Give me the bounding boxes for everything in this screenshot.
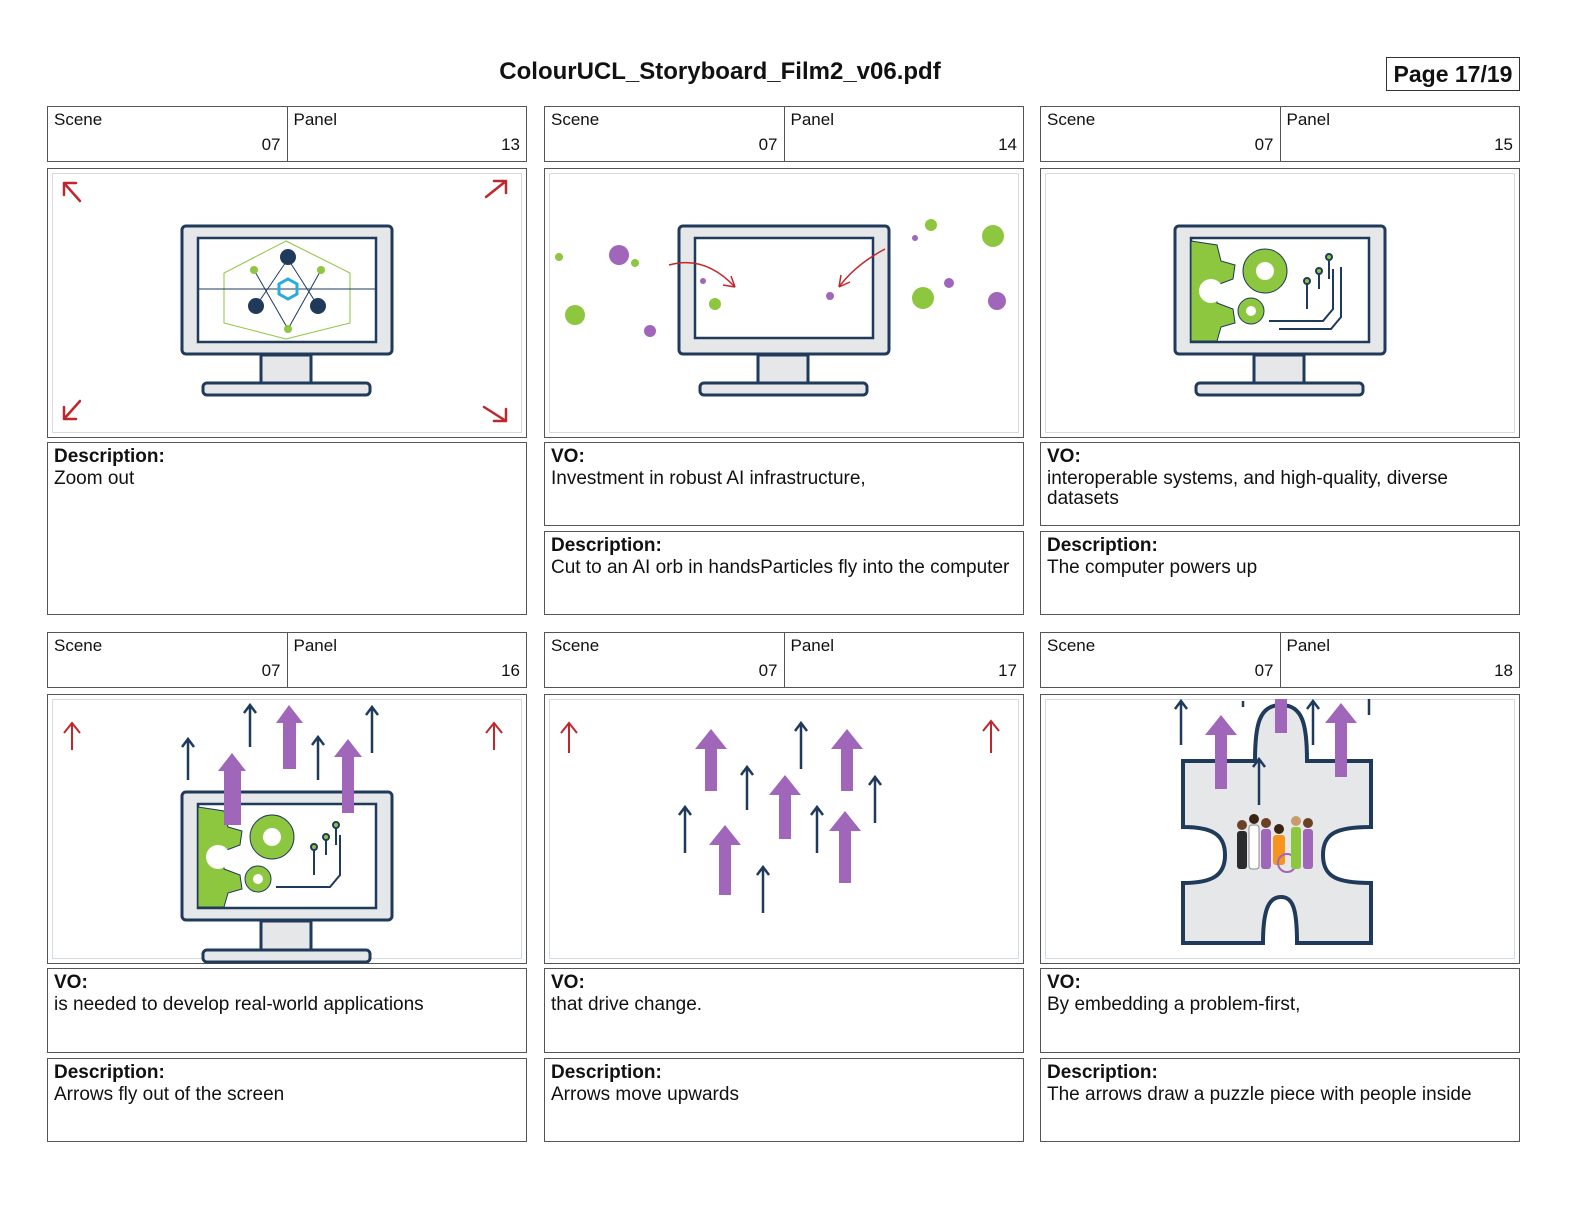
vo-box: VO: Investment in robust AI infrastructu… (544, 442, 1024, 526)
description-heading: Description: (551, 535, 662, 556)
storyboard-frame-16 (47, 694, 527, 964)
storyboard-frame-17 (544, 694, 1024, 964)
page-number: Page 17/19 (1386, 57, 1520, 91)
panel-header: Scene 07 Panel 17 (544, 632, 1024, 688)
puzzle-piece-icon (1181, 702, 1373, 945)
description-text: Cut to an AI orb in handsParticles fly i… (551, 557, 1010, 578)
panel-label: Panel (1286, 636, 1330, 655)
monitor-icon (677, 224, 891, 397)
up-arrows-icon (1174, 698, 1371, 805)
panel-number: 14 (998, 135, 1017, 154)
panel-number: 17 (998, 661, 1017, 680)
description-heading: Description: (551, 1062, 662, 1083)
vo-heading: VO: (1047, 972, 1081, 993)
people-icon (1237, 814, 1313, 873)
scene-number: 07 (261, 135, 281, 154)
motion-arrows-icon (668, 248, 886, 288)
description-text: Arrows fly out of the screen (54, 1084, 285, 1105)
panel-number: 15 (1494, 135, 1513, 154)
scene-number: 07 (758, 661, 778, 680)
vo-box: VO: is needed to develop real-world appl… (47, 968, 527, 1053)
description-box: Description: The arrows draw a puzzle pi… (1040, 1058, 1520, 1142)
panel-header: Scene 07 Panel 16 (47, 632, 527, 688)
vo-text: Investment in robust AI infrastructure, (551, 468, 866, 489)
vo-heading: VO: (551, 972, 585, 993)
description-text: Zoom out (54, 468, 135, 489)
panel-header: Scene 07 Panel 14 (544, 106, 1024, 162)
up-arrows-icon (560, 719, 1000, 913)
scene-number: 07 (261, 661, 281, 680)
gears-icon (197, 806, 295, 908)
panel-header: Scene 07 Panel 15 (1040, 106, 1520, 162)
monitor-icon (180, 224, 394, 397)
panel-label: Panel (1286, 110, 1330, 129)
storyboard-frame-18 (1040, 694, 1520, 964)
zoom-out-arrows-icon (62, 179, 508, 423)
description-heading: Description: (54, 446, 165, 467)
description-text: The arrows draw a puzzle piece with peop… (1047, 1084, 1472, 1105)
panel-number: 16 (501, 661, 520, 680)
description-box: Description: Cut to an AI orb in handsPa… (544, 531, 1024, 615)
scene-number: 07 (1254, 661, 1274, 680)
panel-label: Panel (790, 110, 834, 129)
vo-box: VO: interoperable systems, and high-qual… (1040, 442, 1520, 526)
description-heading: Description: (1047, 1062, 1158, 1083)
description-box: Description: The computer powers up (1040, 531, 1520, 615)
description-box: Description: Arrows fly out of the scree… (47, 1058, 527, 1142)
panel-label: Panel (293, 636, 337, 655)
panel-label: Panel (790, 636, 834, 655)
panel-header: Scene 07 Panel 13 (47, 106, 527, 162)
vo-heading: VO: (551, 446, 585, 467)
panel-header: Scene 07 Panel 18 (1040, 632, 1520, 688)
up-arrows-icon (63, 702, 503, 825)
panel-label: Panel (293, 110, 337, 129)
circuit-icon (276, 821, 341, 888)
vo-heading: VO: (54, 972, 88, 993)
scene-label: Scene (1047, 110, 1096, 129)
description-heading: Description: (1047, 535, 1158, 556)
storyboard-frame-15 (1040, 168, 1520, 438)
description-text: The computer powers up (1047, 557, 1258, 578)
description-text: Arrows move upwards (551, 1084, 739, 1105)
vo-text: is needed to develop real-world applicat… (54, 994, 424, 1015)
scene-label: Scene (551, 636, 600, 655)
storyboard-frame-14 (544, 168, 1024, 438)
vo-box: VO: that drive change. (544, 968, 1024, 1053)
panel-number: 13 (501, 135, 520, 154)
vo-text: By embedding a problem-first, (1047, 994, 1301, 1015)
storyboard-frame-13 (47, 168, 527, 438)
scene-label: Scene (54, 636, 103, 655)
scene-number: 07 (758, 135, 778, 154)
description-heading: Description: (54, 1062, 165, 1083)
circuit-icon (1269, 253, 1342, 330)
scene-number: 07 (1254, 135, 1274, 154)
scene-label: Scene (1047, 636, 1096, 655)
gears-icon (1190, 240, 1288, 342)
ai-network-icon (198, 240, 376, 340)
vo-box: VO: By embedding a problem-first, (1040, 968, 1520, 1053)
document-title: ColourUCL_Storyboard_Film2_v06.pdf (499, 58, 941, 85)
description-box: Description: Arrows move upwards (544, 1058, 1024, 1142)
vo-text: that drive change. (551, 994, 703, 1015)
particles-icon (555, 219, 1006, 337)
vo-heading: VO: (1047, 446, 1081, 467)
panel-number: 18 (1494, 661, 1513, 680)
scene-label: Scene (54, 110, 103, 129)
description-box: Description: Zoom out (47, 442, 527, 615)
scene-label: Scene (551, 110, 600, 129)
vo-text: interoperable systems, and high-quality,… (1047, 468, 1448, 509)
